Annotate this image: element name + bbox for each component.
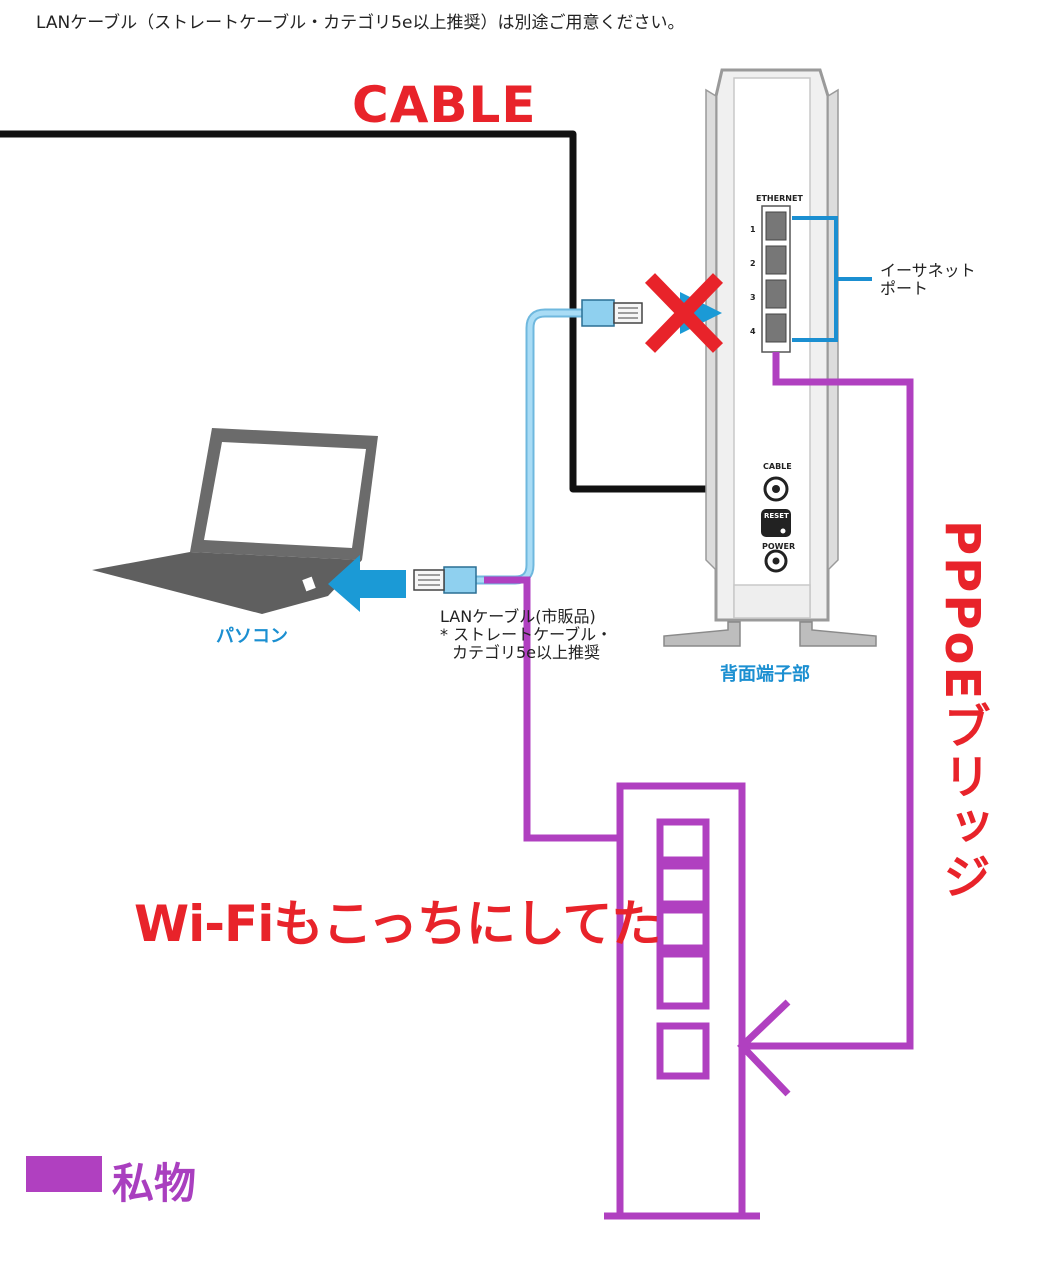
ethernet-port-label-line2: ポート [880, 279, 929, 298]
router-stand-right [799, 621, 877, 647]
private-router [604, 782, 760, 1220]
lan-cable-label-line3: カテゴリ5e以上推奨 [452, 643, 601, 662]
private-wiring [484, 352, 914, 1097]
ethernet-panel-label: ETHERNET [756, 194, 803, 203]
ethernet-port-block [761, 205, 791, 353]
port-number-1: 1 [750, 225, 756, 234]
purple-pppoe-line [742, 352, 914, 1050]
rear-terminals-label: 背面端子部 [720, 664, 810, 685]
pppoe-bridge-annotation: PPPoEブリッジ [934, 520, 990, 902]
laptop-icon [92, 428, 378, 614]
top-note: LANケーブル（ストレートケーブル・カテゴリ5e以上推奨）は別途ご用意ください。 [36, 13, 685, 33]
port-number-3: 3 [750, 293, 756, 302]
cable-annotation: CABLE [352, 76, 537, 134]
lan-cable-label-line1: LANケーブル(市販品) [440, 607, 596, 626]
router-stand-left [663, 621, 741, 647]
cable-panel-label: CABLE [763, 462, 792, 471]
legend-swatch [26, 1156, 102, 1192]
port-number-4: 4 [750, 327, 756, 336]
port-number-2: 2 [750, 259, 756, 268]
cross-mark-icon [644, 273, 724, 353]
lan-cable-label-line2: * ストレートケーブル・ [440, 625, 613, 644]
coax-cable [0, 130, 760, 493]
pc-label: パソコン [216, 626, 288, 647]
lan-plug-bottom [413, 566, 477, 594]
power-panel-label: POWER [762, 542, 796, 551]
ethernet-bracket [792, 216, 872, 342]
legend-label: 私物 [112, 1159, 197, 1208]
purple-lan-line [484, 576, 620, 842]
wifi-annotation: Wi-Fiもこっちにしてた [134, 895, 661, 953]
reset-panel-label: RESET [764, 512, 789, 520]
ethernet-port-label-line1: イーサネット [880, 261, 976, 280]
lan-plug-top [581, 299, 643, 327]
insert-arrow-laptop [328, 555, 406, 612]
